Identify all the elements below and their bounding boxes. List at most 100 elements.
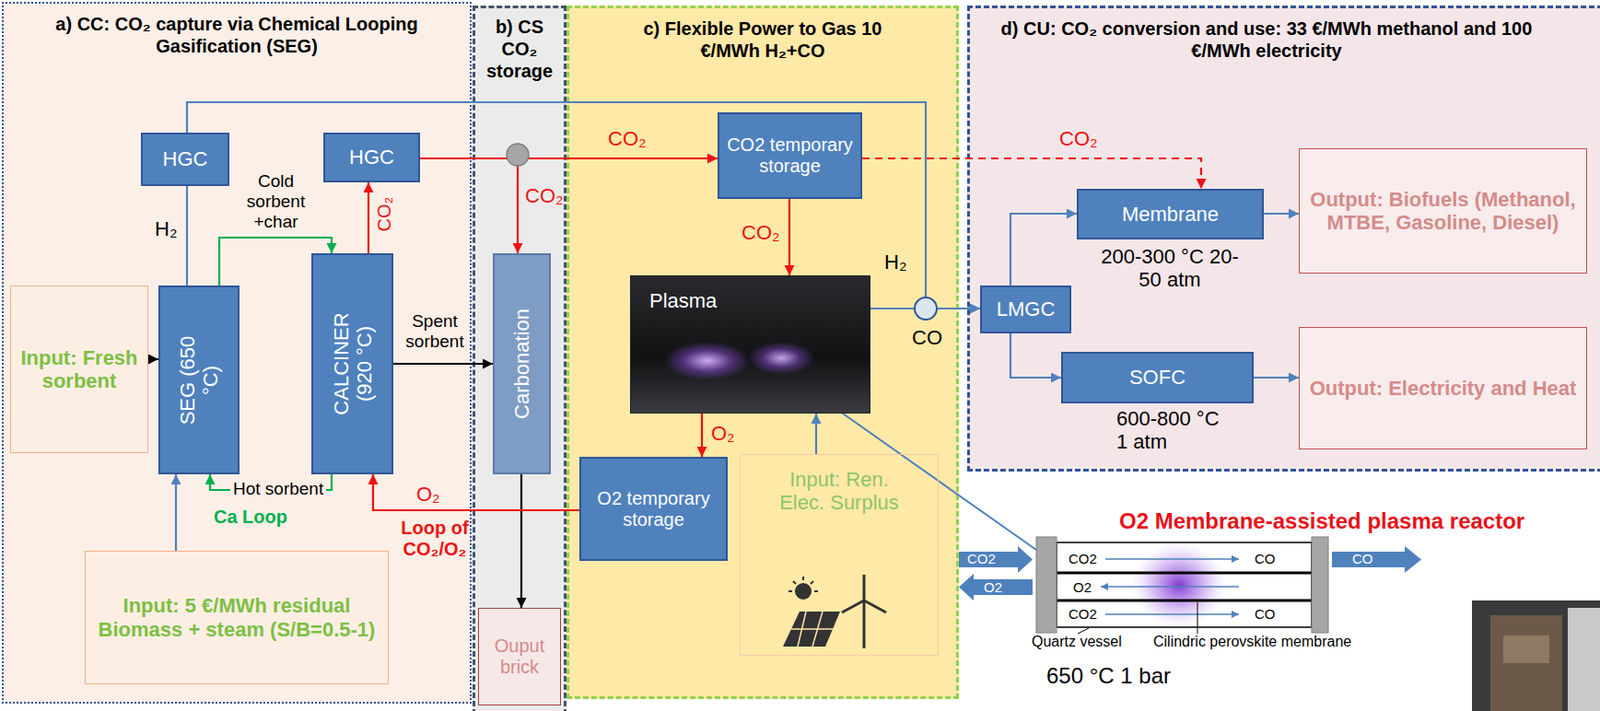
photo-ground [1471,600,1600,711]
junction-dot [914,297,937,320]
panel-title: b) CS CO₂ storage [480,15,559,82]
sun-ray [802,576,805,581]
photo-detail [1490,615,1563,711]
flow-arrow [175,474,177,551]
annotation: Ca Loop [213,506,288,528]
end-cap [1036,537,1057,633]
box-label: Membrane [1121,202,1219,226]
box-label: CALCINER (920 °C) [328,299,376,429]
panel-title: c) Flexible Power to Gas 10 €/MWh H₂+CO [642,17,883,62]
annotation: CO [1352,550,1374,567]
solar-panel [782,611,841,647]
process-box: Membrane [1076,188,1264,240]
region-panel: a) CC: CO₂ capture via Chemical Looping … [1,1,472,704]
output-box: Ouput brick [478,607,561,706]
flow-arrow [788,198,791,276]
annotation: CO₂ [525,184,564,208]
annotation: O₂ [711,421,736,445]
panel-grid [797,611,806,647]
annotation: O2 [983,579,1003,596]
photo-detail [1503,635,1550,664]
panel-title: d) CU: CO₂ conversion and use: 33 €/MWh … [988,17,1545,62]
annotation: CO [1254,606,1276,622]
annotation: Spent sorbent [397,311,472,352]
reactor-box: SEG (650 °C) [158,285,240,475]
box-label: Input: 5 €/MWh residual Biomass + steam … [93,594,381,642]
box-label: Carbonation [510,262,534,466]
input-box: Input: Fresh sorbent [10,285,149,454]
box-label: HGC [163,147,209,171]
annotation: 650 °C 1 bar [1046,663,1171,690]
quartz-vessel [1056,542,1312,628]
box-label: Output: Biofuels (Methanol, MTBE, Gasoli… [1307,187,1579,235]
process-box: SOFC [1061,351,1254,404]
annotation: Cilindric perovskite membrane [1153,633,1352,651]
end-cap [1311,537,1329,633]
flow-arrow [1105,613,1239,616]
sun-ray [810,581,814,584]
leader-line [811,391,1037,550]
annotation: Cold sorbent +char [232,171,320,233]
annotation: CO2 [1068,606,1098,622]
flow-arrow [700,413,703,457]
flow-arrow [1105,558,1239,561]
storage-box: O2 temporary storage [579,456,728,561]
panel-grid [791,628,833,631]
turbine-blade [863,574,866,601]
sun-ray [793,581,796,584]
annotation: Quartz vessel [1031,633,1122,651]
annotation: Loop of CO₂/O₂ [397,517,472,561]
box-label: Input: Ren. Elec. Surplus [775,467,903,515]
annotation: CO₂ [741,221,781,245]
annotation: CO [911,326,943,350]
flow-arrow [393,362,493,365]
output-box: Output: Biofuels (Methanol, MTBE, Gasoli… [1298,148,1588,274]
box-label: SOFC [1129,365,1186,389]
box-label: LMGC [996,297,1056,321]
sun-ray [814,590,818,593]
sun-symbol [794,583,812,600]
panel-title: a) CC: CO₂ capture via Chemical Looping … [22,12,452,58]
flow-arrow [219,237,332,286]
flow-arrow [1253,376,1299,379]
box-label: Ouput brick [482,635,557,678]
annotation: CO₂ [607,127,647,151]
annotation: CO₂ [373,196,396,232]
flow-arrow [520,474,523,608]
junction-dot [506,143,529,166]
turbine-blade [864,600,887,613]
plasma-photo: Plasma [630,275,871,414]
flow-arrow [815,413,818,455]
annotation: CO₂ [1059,127,1098,151]
annotation: 200-300 °C 20-50 atm [1100,245,1239,292]
reactor-box: CALCINER (920 °C) [311,253,394,475]
region-panel: b) CS CO₂ storageCarbonationOuput brick [472,5,567,711]
box-label: Output: Electricity and Heat [1309,376,1577,400]
flow-arrow [1100,585,1239,588]
membrane-wall [1056,599,1312,603]
panel-grid [812,611,823,647]
annotation: CO [1254,550,1276,567]
annotation: O2 Membrane-assisted plasma reactor [1119,508,1525,535]
input-box: Input: Ren. Elec. Surplus [739,454,939,656]
flow-arrow [373,474,580,511]
process-box: Carbonation [492,253,551,475]
annotation: H₂ [884,250,907,274]
process-box: HGC [140,132,230,187]
flow-arrow [186,102,981,309]
block-arrow [1331,546,1422,573]
region-panel: c) Flexible Power to Gas 10 €/MWh H₂+CO C… [566,5,959,700]
photo-detail [1567,607,1600,711]
flow-arrow [1010,333,1062,378]
annotation: 600-800 °C 1 atm [1116,407,1232,455]
region-panel: d) CU: CO₂ conversion and use: 33 €/MWh … [967,5,1600,472]
block-arrow [958,573,1033,601]
process-box: LMGC [980,285,1072,334]
sun-ray [788,590,793,593]
leader-line [1197,602,1199,634]
flow-arrow [367,182,370,254]
flow-arrow [148,358,159,361]
photo [1471,600,1600,711]
flow-arrow [210,474,332,491]
